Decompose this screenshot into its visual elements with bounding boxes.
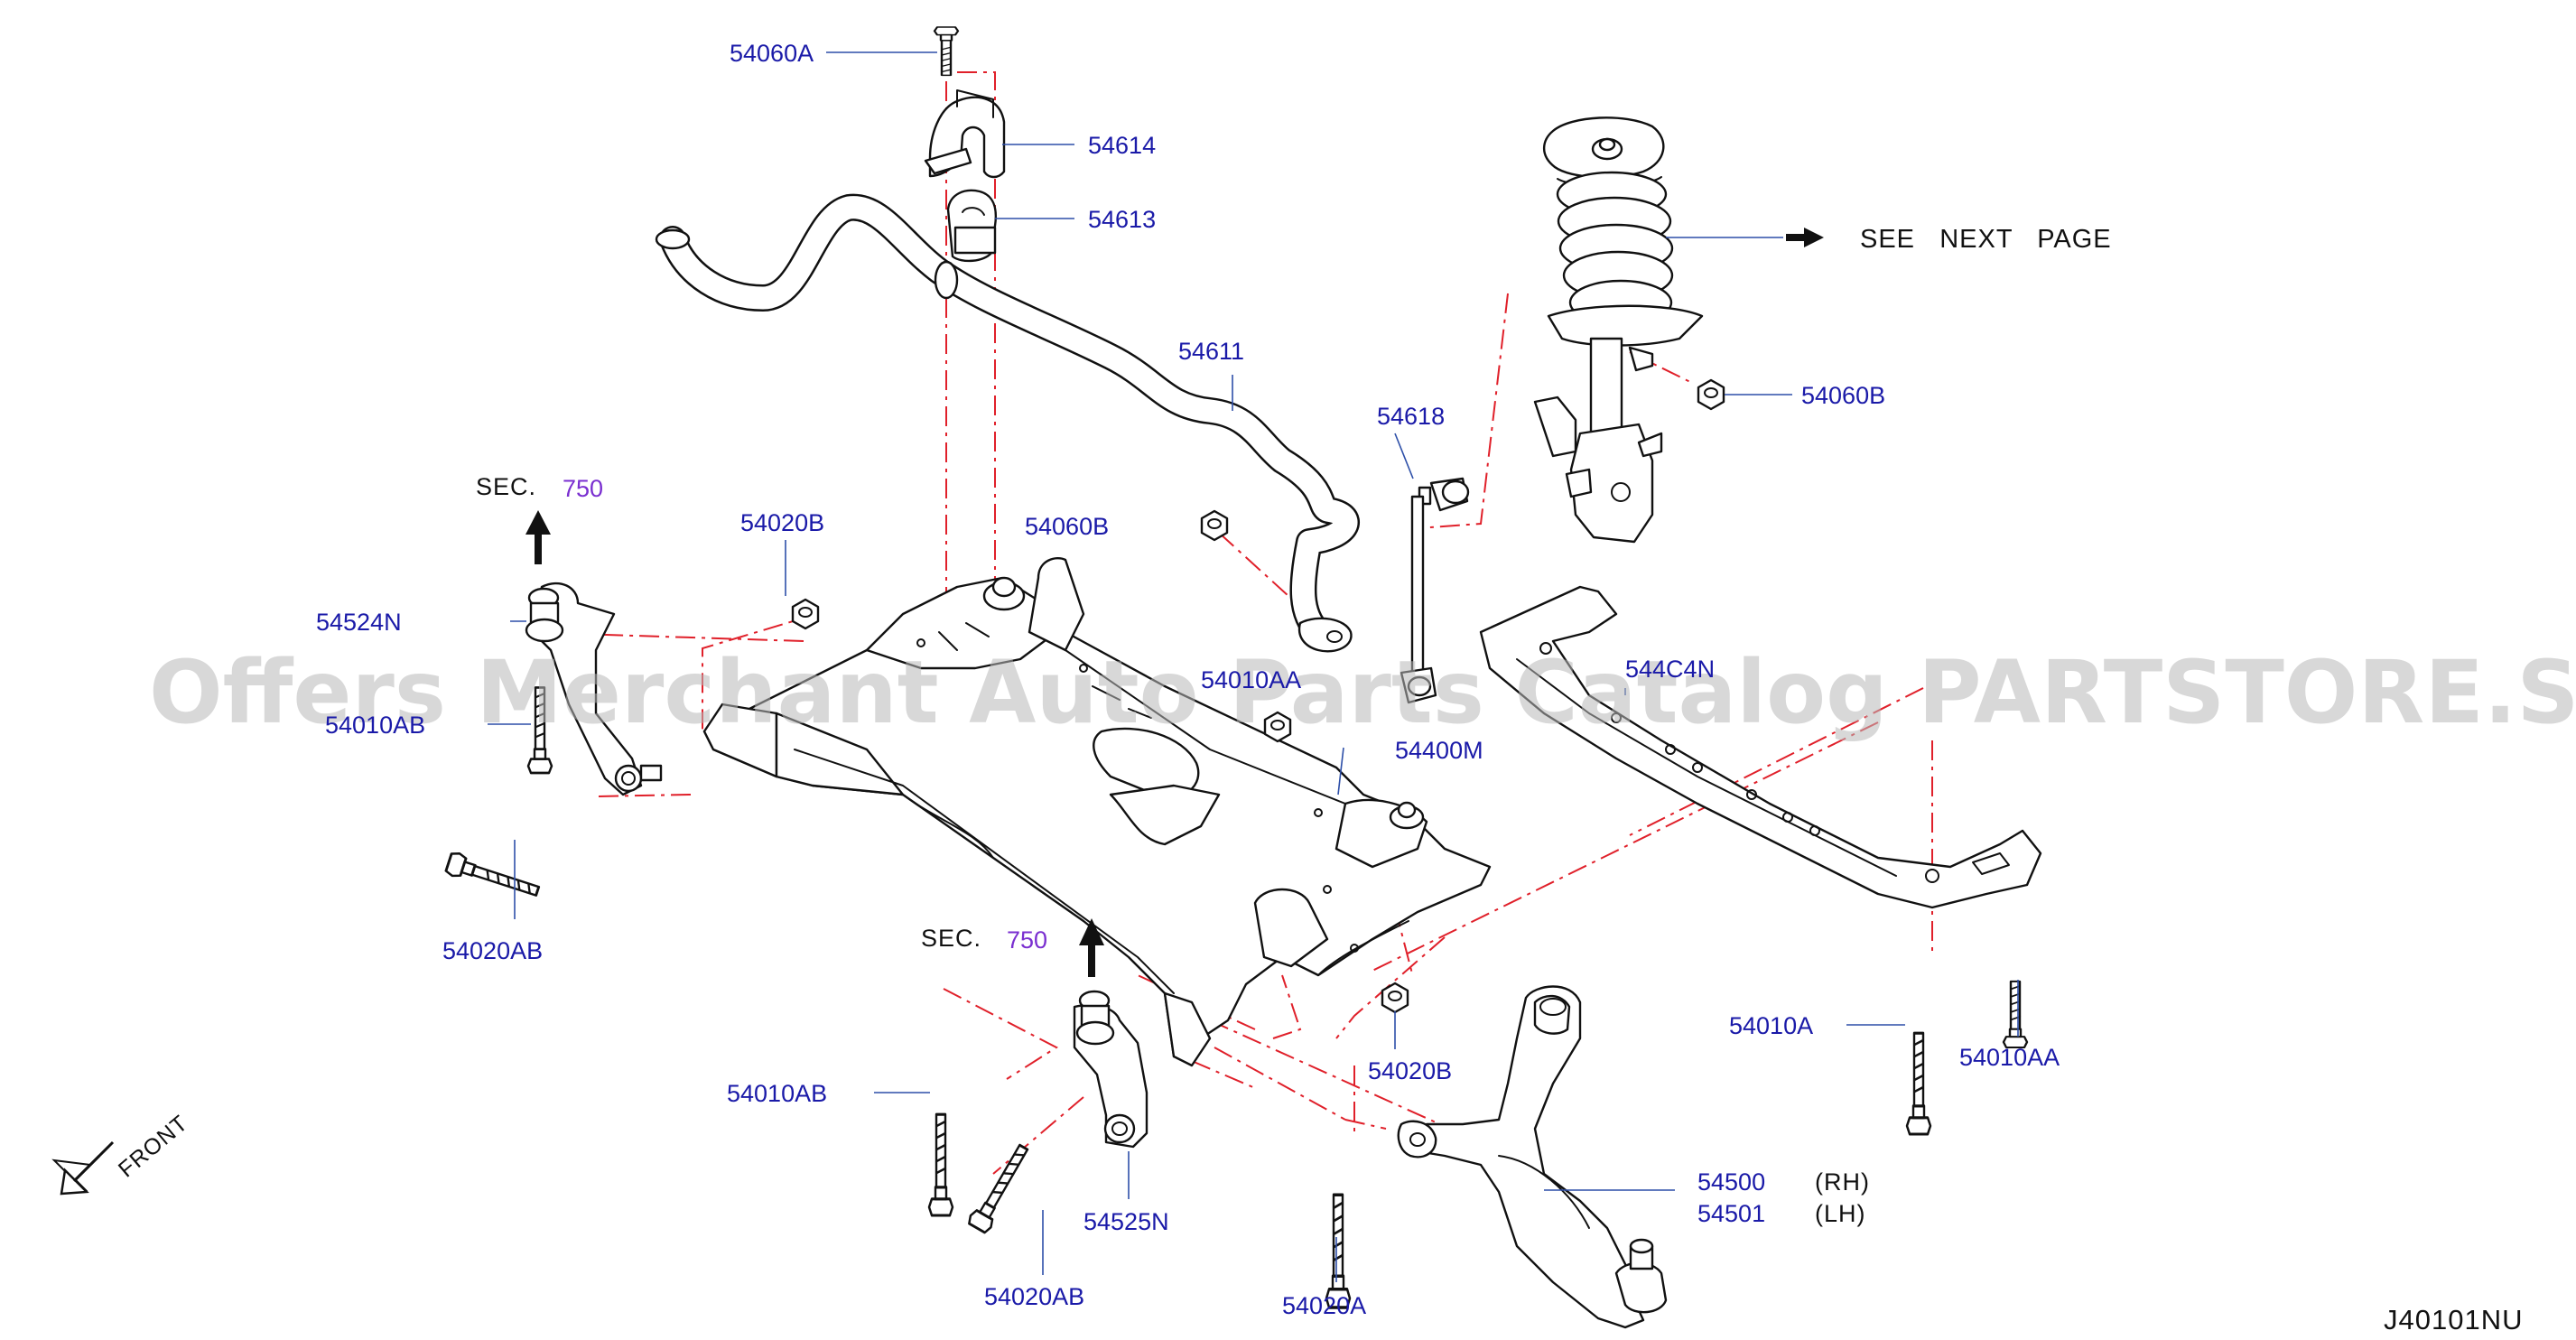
lower-control-arm (1397, 985, 1668, 1329)
side-note-lh: (LH) (1815, 1200, 1866, 1227)
diagram-code: J40101NU (2384, 1304, 2523, 1335)
callout-54501[interactable]: 54501 (1697, 1200, 1765, 1227)
section-ref-upper-prefix: SEC. (476, 473, 536, 500)
left-transverse-link (525, 582, 663, 796)
callout-54010aa[interactable]: 54010AA (1959, 1044, 2060, 1071)
crossmember-brace (1479, 585, 2042, 909)
nut-54060b-bar (1200, 509, 1229, 542)
side-note-rh: (RH) (1815, 1168, 1870, 1196)
callout-544c4n[interactable]: 544C4N (1625, 656, 1715, 683)
stabilizer-bushing (946, 189, 997, 263)
callout-54010a[interactable]: 54010A (1729, 1012, 1813, 1039)
callout-54060a[interactable]: 54060A (730, 40, 814, 67)
nut-54020b-upper (791, 598, 820, 630)
nut-54020b-lower (1381, 982, 1409, 1014)
watermark: Offers Merchant Auto Parts Catalog PARTS… (149, 642, 2576, 743)
callout-54010ab-lower[interactable]: 54010AB (727, 1080, 827, 1107)
section-750-arrow-lower (1079, 918, 1104, 977)
leader-lines (488, 51, 2019, 1282)
callout-54060b-strut[interactable]: 54060B (1801, 382, 1885, 409)
nut-54060b-strut (1697, 378, 1725, 411)
callout-54010ab-upper[interactable]: 54010AB (325, 712, 425, 739)
section-750-arrow-upper (525, 510, 551, 564)
bolt-54020ab-left (443, 850, 543, 904)
callout-54060b-bar[interactable]: 54060B (1025, 513, 1109, 540)
callout-54010aa-partial[interactable]: 54010AA (1201, 666, 1301, 693)
stabilizer-clamp (924, 89, 1006, 179)
front-crossmember (702, 557, 1492, 1067)
callout-54614[interactable]: 54614 (1088, 132, 1156, 159)
see-next-page-label[interactable]: SEE NEXT PAGE (1860, 225, 2112, 254)
callout-54618[interactable]: 54618 (1377, 403, 1445, 430)
callout-54020ab-bottom[interactable]: 54020AB (984, 1283, 1084, 1310)
callout-labels: 54060A 54614 54613 54611 54618 54060B 54… (316, 40, 2060, 1319)
stabilizer-link (1400, 477, 1470, 704)
callout-54020b-upper[interactable]: 54020B (740, 509, 824, 536)
bolt-54010a (1905, 1031, 1932, 1136)
bolt-54010aa (2002, 980, 2029, 1049)
strut-assembly (1533, 116, 1704, 544)
bolt-54060a (933, 25, 960, 77)
bolt-54020a (1325, 1193, 1352, 1309)
section-ref-lower-prefix: SEC. (921, 925, 981, 952)
callout-54020ab-left[interactable]: 54020AB (442, 937, 543, 964)
see-next-page-arrow (1786, 228, 1824, 247)
callout-54524n[interactable]: 54524N (316, 609, 402, 636)
front-label: FRONT (114, 1111, 193, 1183)
section-ref-lower-number[interactable]: 750 (1007, 926, 1047, 954)
callout-54020b-lower[interactable]: 54020B (1368, 1057, 1452, 1084)
bolt-54020ab-bottom (965, 1140, 1036, 1235)
callout-54525n[interactable]: 54525N (1083, 1208, 1169, 1235)
front-direction-arrow-icon (51, 1140, 115, 1196)
callout-54613[interactable]: 54613 (1088, 206, 1156, 233)
centerlines (576, 71, 1933, 1175)
callout-54500[interactable]: 54500 (1697, 1168, 1765, 1196)
stabilizer-bar (655, 193, 1360, 653)
callout-54020a[interactable]: 54020A (1282, 1292, 1366, 1319)
right-transverse-link (1073, 990, 1149, 1149)
bolt-54010ab-lower (927, 1112, 954, 1217)
callout-54400m[interactable]: 54400M (1395, 737, 1483, 764)
section-ref-upper-number[interactable]: 750 (563, 475, 603, 502)
callout-54611[interactable]: 54611 (1178, 338, 1244, 365)
